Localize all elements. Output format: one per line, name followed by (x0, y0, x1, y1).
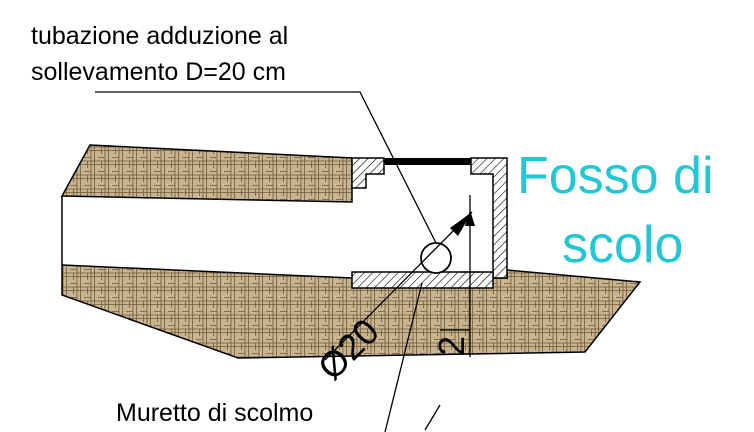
diameter-arrow (450, 212, 472, 236)
bottom-slab (351, 271, 494, 289)
ditch-label-line2: scolo (562, 216, 683, 274)
wall-label: Muretto di scolmo (116, 399, 313, 427)
wall-leader-line-2 (424, 404, 441, 431)
ditch-label-line1: Fosso di (517, 147, 714, 205)
upper-soil-layer (60, 144, 353, 203)
diameter-dim-line (324, 211, 473, 361)
pipe-label-line2: sollevamento D=20 cm (31, 58, 286, 86)
wall-leader-line (384, 282, 423, 432)
cover-plate (384, 158, 471, 165)
height-arrow-top (465, 210, 475, 226)
left-top-wall (351, 157, 385, 189)
height-dim-label: 2 (431, 336, 472, 356)
pipe-label-line1: tubazione adduzione al (31, 22, 288, 50)
right-top-wall (470, 157, 508, 279)
pipe-leader-line (95, 91, 437, 244)
